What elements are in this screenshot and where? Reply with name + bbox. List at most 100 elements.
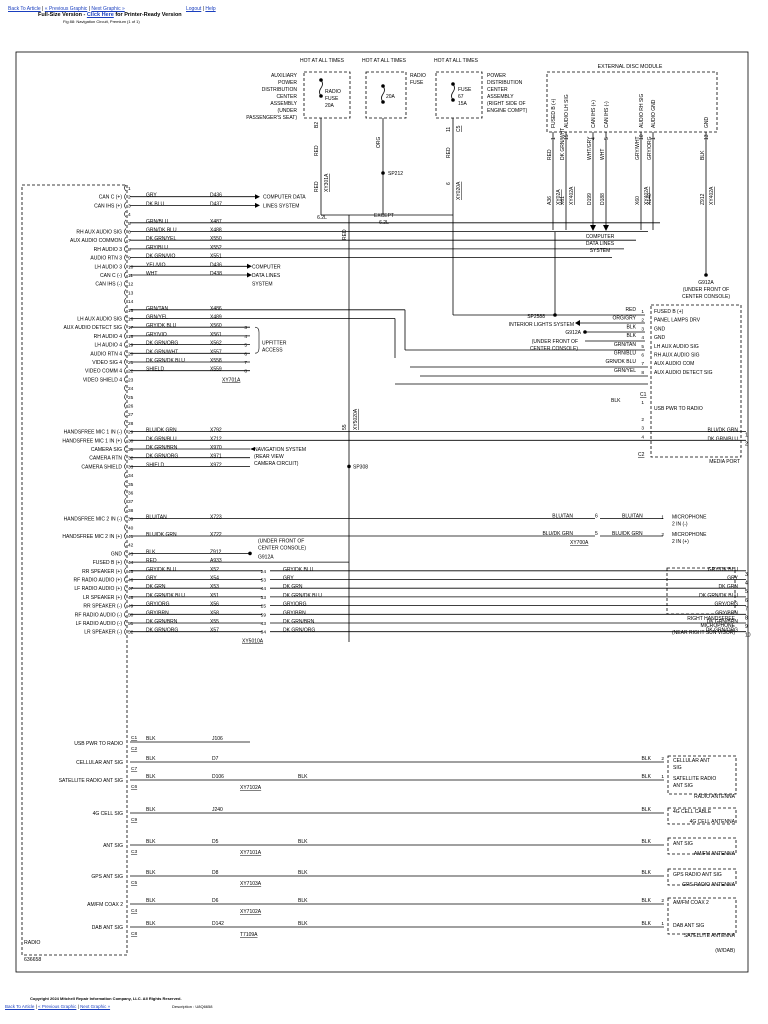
aux-conn: XY301A — [324, 173, 330, 192]
radio-pin-number: 15 — [128, 308, 134, 314]
logout-link[interactable]: Logout — [186, 6, 202, 12]
previous-graphic-link-bottom[interactable]: « Previous Graphic — [38, 1004, 77, 1009]
radio-pin-number: 3 — [128, 203, 131, 209]
back-to-article-link[interactable]: Back To Article — [8, 6, 41, 12]
nav-arrow — [250, 447, 255, 451]
radio-circuit: X55 — [210, 619, 219, 625]
previous-graphic-link[interactable]: « Previous Graphic — [44, 6, 88, 12]
edm-pin-label: FUSED B (+) — [551, 98, 557, 128]
edge-number: 1 — [745, 433, 748, 439]
radio-circuit: X51 — [210, 593, 219, 599]
nav-system-label: (REAR VIEW — [254, 454, 284, 460]
ant-right-pin: 2 — [661, 898, 664, 904]
edm-pin-label: GND — [704, 117, 710, 129]
ant-footer: SATELLITE ANTENNA — [684, 933, 736, 939]
sp2588-label: SP2588 — [527, 314, 545, 320]
radio-pin-label: RH AUDIO 4 — [94, 334, 123, 340]
copyright-text: Copyright 2024 Mitchell Repair Informati… — [30, 996, 182, 1001]
edm-computer-lines: SYSTEM — [590, 248, 611, 254]
radio-pin-number: 34 — [128, 473, 134, 479]
radio-pin-number: 21 — [128, 360, 134, 366]
radio-pin-number: 19 — [128, 343, 134, 349]
computer-2-a: COMPUTER — [252, 264, 281, 270]
ant-right-label: ANT SIG — [673, 783, 693, 789]
radio-pin-number: 14 — [128, 299, 134, 305]
radio-wire-color: BLU/DK GRN — [146, 532, 177, 538]
ant-wire: BLK — [146, 736, 156, 742]
back-to-article-link-bottom[interactable]: Back To Article — [5, 1004, 35, 1009]
radio-pin-label: GND — [111, 551, 123, 557]
radio-pin-number: 46 — [128, 578, 134, 584]
mid-fuse-label: 20A — [386, 94, 396, 100]
ant-inline: T7109A — [240, 932, 258, 938]
aux-pdc-fuse-box — [303, 71, 351, 119]
radio-pin-number: 31 — [128, 447, 134, 453]
top-bar: Back To Article | « Previous Graphic | N… — [0, 0, 768, 26]
ant-radio-label: GPS ANT SIG — [91, 874, 123, 880]
radio-pin-number: 42 — [128, 543, 134, 549]
media-pin-number: 5 — [641, 344, 644, 350]
pdc-name: POWER — [487, 73, 506, 79]
radio-circuit: A933 — [210, 558, 222, 564]
radio-pin-label: LH AUDIO 3 — [94, 264, 122, 270]
edm-circuit: D188 — [600, 193, 606, 205]
radio-pin-number: 1 — [128, 186, 131, 192]
radio-pin-number: 40 — [128, 525, 134, 531]
pin-bracket — [124, 576, 127, 583]
mic-pin-label: 2 IN (+) — [672, 539, 689, 545]
radio-pin-label: CAN C (+) — [99, 195, 123, 201]
g912a-radio-label: G912A — [258, 554, 274, 560]
speaker-wire-color: DK GRN/ORG — [283, 628, 315, 634]
edm-circuit: A36 — [547, 196, 553, 205]
media-port-title: MEDIA PORT — [709, 459, 740, 465]
ant-wire: BLK — [146, 774, 156, 780]
hot-at-all-times-2: HOT AT ALL TIMES — [362, 58, 407, 64]
pin-bracket — [124, 245, 127, 253]
edm-conn: XY402A — [644, 186, 650, 205]
edm-circuit: D199 — [587, 193, 593, 205]
ant-inline: XY7103A — [240, 881, 262, 887]
ant-wire-right: BLK — [642, 839, 652, 845]
edm-circuit: X140 — [647, 193, 653, 205]
media-c2-pin: 4 — [641, 434, 644, 440]
radio-wire-color: GRY/BLU — [146, 245, 168, 251]
edm-data-arrows — [590, 225, 609, 231]
radio-pin-number: 38 — [128, 508, 134, 514]
radio-wire-color: SHIELD — [146, 367, 164, 373]
ant-right-label: 4G CELL CABLE — [673, 809, 712, 815]
radio-circuit: X722 — [210, 532, 222, 538]
ant-wire-mid: BLK — [298, 898, 308, 904]
cell-antenna-box — [667, 807, 737, 825]
pin-bracket — [124, 611, 127, 618]
ant-wire: BLK — [146, 807, 156, 813]
sp308-dot — [347, 464, 351, 469]
ant-right-pin: 1 — [661, 921, 664, 927]
radio-pin-number: 47 — [128, 586, 134, 592]
printer-ready-link[interactable]: Click Here — [86, 12, 114, 18]
edm-computer-lines: DATA LINES — [586, 241, 615, 247]
pin-bracket — [124, 445, 127, 453]
radio-fuse-label: FUSE — [325, 96, 339, 102]
sp212-label: SP212 — [388, 171, 403, 177]
radio-circuit: X488 — [210, 228, 222, 234]
g912a-ground-name: G912A — [698, 280, 714, 286]
radio-wire-color: GRN/BLU — [146, 219, 169, 225]
interior-lights-label: INTERIOR LIGHTS SYSTEM — [509, 322, 574, 328]
g912a-label: G912A — [565, 330, 581, 336]
media-usb-wire: BLK — [611, 398, 621, 404]
radio-pin-label: AUX AUDIO DETECT SIG — [63, 325, 122, 331]
next-graphic-link[interactable]: Next Graphic » — [91, 6, 125, 12]
edge-number: 5 — [745, 589, 748, 595]
radio-pin-number: 6 — [128, 230, 131, 236]
pin-bracket — [124, 323, 127, 331]
radio-circuit: X56 — [210, 602, 219, 608]
ant-right-label: ANT SIG — [673, 841, 693, 847]
nav-system-label: NAVIGATION SYSTEM — [254, 447, 306, 453]
radio-pin-number: 9 — [128, 256, 131, 262]
radio-pin-number: 43 — [128, 551, 134, 557]
radio-wire-color: DK GRN/ORG — [146, 341, 178, 347]
help-link[interactable]: Help — [205, 6, 216, 12]
next-graphic-link-bottom[interactable]: Next Graphic » — [80, 1004, 111, 1009]
mic-wire-c: BLU/TAN — [622, 514, 643, 520]
pin-bracket — [124, 515, 127, 522]
